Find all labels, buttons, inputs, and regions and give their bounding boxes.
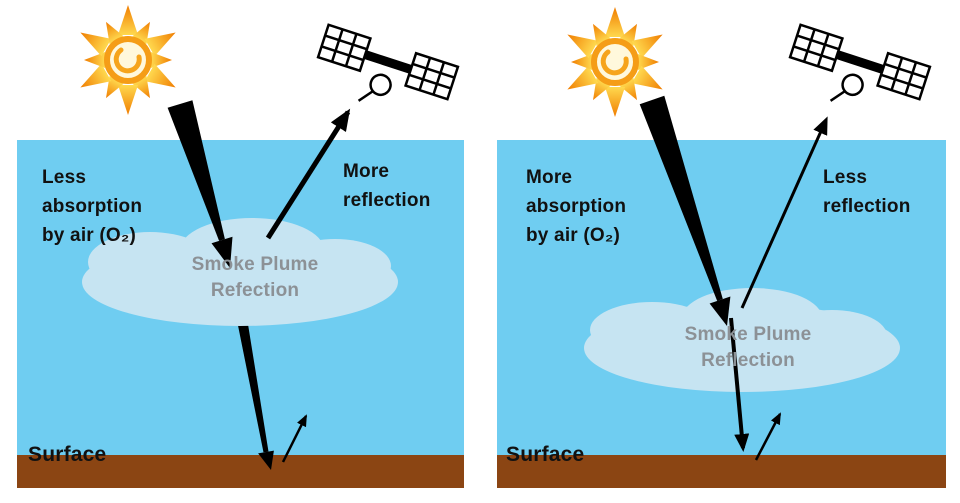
- sun-icon: [567, 7, 663, 117]
- left-scene: [17, 5, 464, 488]
- surface-reflection-arrow: [281, 414, 308, 463]
- reflection-arrow: [265, 108, 351, 240]
- reflection-label: More reflection: [343, 161, 431, 211]
- sun-icon: [80, 5, 176, 115]
- surface-bar: [17, 455, 464, 488]
- right-panel: More absorption by air (O₂) Less reflect…: [480, 0, 960, 503]
- surface-bar: [497, 455, 946, 488]
- surface-label: Surface: [28, 443, 107, 466]
- absorption-label: Less absorption by air (O₂): [42, 167, 143, 246]
- reflection-arrow: [740, 116, 828, 309]
- satellite-icon: [316, 23, 460, 102]
- sunlight-beam-arrow: [167, 100, 233, 268]
- surface-reflection-arrow: [754, 412, 782, 461]
- absorption-label: More absorption by air (O₂): [526, 167, 627, 246]
- right-scene: [497, 7, 946, 488]
- smoke-plume-label: Smoke Plume Refection: [191, 254, 319, 301]
- sunlight-beam-arrow: [639, 95, 731, 326]
- smoke-plume-cloud: [584, 288, 900, 392]
- transmitted-beam-arrow: [729, 317, 750, 452]
- smoke-plume-cloud: [82, 218, 398, 326]
- surface-label: Surface: [506, 443, 585, 466]
- reflection-label: Less reflection: [823, 167, 911, 217]
- smoke-plume-label: Smoke Plume Reflection: [684, 324, 812, 371]
- left-panel: Less absorption by air (O₂) More reflect…: [17, 5, 464, 488]
- satellite-icon: [788, 23, 932, 102]
